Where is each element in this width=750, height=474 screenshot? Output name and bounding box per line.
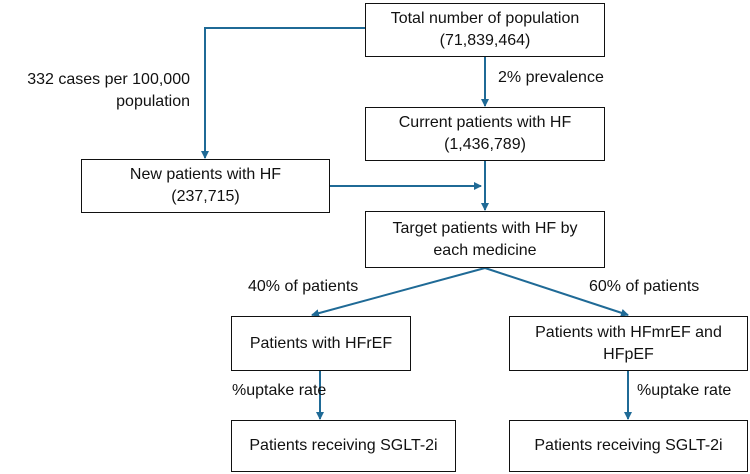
target-patients-line2: each medicine [433, 241, 537, 259]
new-patients-box: New patients with HF (237,715) [81, 159, 330, 213]
hfmref-hfpef-box: Patients with HFmrEF and HFpEF [509, 316, 748, 371]
target-patients-line1: Target patients with HF by [392, 219, 578, 237]
incidence-label-line1: 332 cases per 100,000 [27, 71, 190, 88]
total-population-value: (71,839,464) [439, 32, 531, 49]
sglt2i-right-box: Patients receiving SGLT-2i [509, 420, 748, 472]
incidence-label-line2: population [116, 93, 190, 110]
new-patients-value: (237,715) [171, 188, 240, 205]
arrow-total-to-new [201, 27, 365, 159]
new-patients-label: New patients with HF [129, 166, 282, 183]
left-split-label: 40% of patients [248, 278, 359, 295]
sglt2i-left-box: Patients receiving SGLT-2i [231, 420, 456, 472]
current-patients-label: Current patients with HF [398, 114, 572, 131]
incidence-label: 332 cases per 100,000 population [0, 69, 190, 113]
hfmref-hfpef-line1: Patients with HFmrEF and [535, 323, 722, 341]
total-population-box: Total number of population (71,839,464) [365, 3, 605, 57]
hfref-label: Patients with HFrEF [249, 334, 393, 352]
sglt2i-left-label: Patients receiving SGLT-2i [249, 437, 438, 454]
current-patients-value: (1,436,789) [444, 136, 526, 153]
hfmref-hfpef-line2: HFpEF [603, 345, 654, 363]
right-split-label: 60% of patients [589, 278, 700, 295]
prevalence-label: 2% prevalence [498, 69, 604, 86]
uptake-right-label: %uptake rate [637, 382, 732, 399]
arrow-target-to-hfmref [484, 267, 629, 317]
target-patients-box: Target patients with HF by each medicine [365, 211, 605, 268]
arrow-target-to-hfref [311, 267, 486, 318]
uptake-left-label: %uptake rate [232, 382, 327, 399]
current-patients-box: Current patients with HF (1,436,789) [365, 107, 605, 161]
sglt2i-right-label: Patients receiving SGLT-2i [534, 437, 723, 454]
hfref-box: Patients with HFrEF [231, 316, 411, 371]
total-population-label: Total number of population [390, 10, 580, 27]
